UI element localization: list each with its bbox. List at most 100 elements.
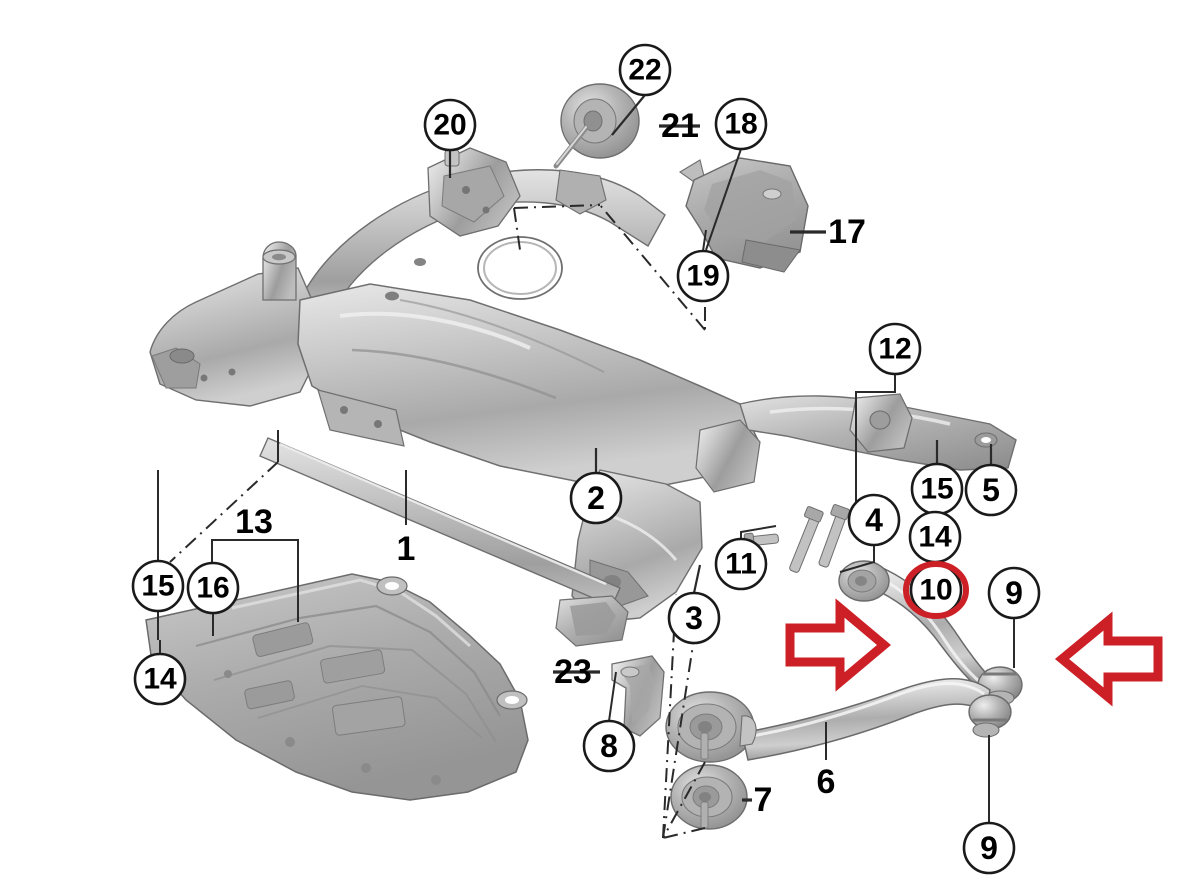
panel-bolt-hole-a <box>285 737 295 747</box>
leader-19 <box>702 229 707 252</box>
callout-circle <box>962 821 1016 875</box>
bracket-20-hole-b <box>482 206 490 214</box>
callout-layer: 22 20 18 19 12 2 15 5 4 14 11 15 16 10 9 3 14 8 9 <box>131 43 1041 875</box>
part-label-7: 7 <box>754 781 773 819</box>
leader-11 <box>740 525 777 539</box>
center-rib-shadow-a <box>351 348 557 400</box>
callout-number: 9 <box>1005 575 1023 611</box>
bracket-23-shade <box>620 664 654 722</box>
callout-12[interactable]: 12 <box>868 322 922 376</box>
callout-14[interactable]: 14 <box>908 510 962 564</box>
bushing-3-stud <box>700 732 709 760</box>
part-label-23: 23 <box>554 653 592 691</box>
underbody-shield-13 <box>145 573 529 801</box>
callout-20[interactable]: 20 <box>423 98 477 152</box>
callout-16[interactable]: 16 <box>186 561 240 615</box>
wishbone-6-balljoint-boot <box>972 722 1000 738</box>
leader-4 <box>839 545 875 573</box>
dashdot-15-left <box>169 461 279 563</box>
callout-number: 8 <box>600 728 618 764</box>
callout-number: 18 <box>724 108 757 141</box>
bushing-7 <box>670 764 748 830</box>
bushing-3-bore <box>698 721 712 733</box>
callout-15[interactable]: 15 <box>131 559 185 613</box>
callout-circle <box>131 559 185 613</box>
shield-17-slot <box>762 188 782 200</box>
bolt-4a-head <box>803 506 824 523</box>
leader-3-stub <box>692 564 702 594</box>
right-arm-eye-bore <box>981 437 991 443</box>
tie-bar-plate-hole-a <box>340 406 348 414</box>
callout-number: 10 <box>919 574 952 607</box>
callout-circle <box>186 561 240 615</box>
callout-circle <box>987 566 1041 620</box>
callout-10-highlighted[interactable]: 10 <box>903 561 969 619</box>
callout-number: 2 <box>587 480 605 516</box>
callout-9[interactable]: 9 <box>987 566 1041 620</box>
bracket-20-hole-a <box>462 186 470 194</box>
callout-3[interactable]: 3 <box>667 591 721 645</box>
tie-bar-plate <box>317 389 405 447</box>
callout-number: 12 <box>878 333 911 366</box>
callout-19[interactable]: 19 <box>676 249 730 303</box>
center-hole-b <box>414 258 426 266</box>
part-label-13: 13 <box>235 503 273 541</box>
leader-18 <box>705 148 742 251</box>
subframe-large-aperture <box>477 236 563 300</box>
callout-9[interactable]: 9 <box>962 821 1016 875</box>
callout-number: 9 <box>980 830 998 866</box>
panel-fold-c <box>257 685 483 739</box>
bracket-23-hole <box>620 666 640 678</box>
shield-17-lower-flange <box>741 239 801 273</box>
callout-14[interactable]: 14 <box>133 652 187 706</box>
callout-18[interactable]: 18 <box>714 97 768 151</box>
center-hole-a <box>385 291 399 301</box>
callout-15[interactable]: 15 <box>910 462 964 516</box>
callout-circle <box>714 537 768 591</box>
callout-circle <box>964 463 1018 517</box>
callout-5[interactable]: 5 <box>964 463 1018 517</box>
panel-eye-front-bore <box>385 582 399 590</box>
wishbone-6 <box>739 678 1012 761</box>
wishbone-6-highlight <box>751 682 985 738</box>
part-label-21: 21 <box>661 107 699 145</box>
heat-shield-17 <box>678 157 809 273</box>
panel-fold-b <box>213 644 497 743</box>
callout-number: 4 <box>865 502 883 538</box>
part-label-6: 6 <box>817 763 836 801</box>
callout-circle <box>847 493 901 547</box>
callout-circle <box>618 43 672 97</box>
center-mid-bracket <box>695 419 761 493</box>
callout-circle <box>667 591 721 645</box>
rubber-mount-22 <box>553 83 640 169</box>
callout-number: 15 <box>920 473 953 506</box>
callout-8[interactable]: 8 <box>582 719 636 773</box>
left-horn-hole <box>169 348 195 364</box>
callout-circle <box>582 719 636 773</box>
bushing-3 <box>665 691 755 763</box>
callout-11[interactable]: 11 <box>714 537 768 591</box>
bolt-4a <box>789 506 824 573</box>
bolt-4b-head <box>830 504 850 521</box>
callout-number: 20 <box>433 109 466 142</box>
callout-number: 15 <box>141 570 174 603</box>
callout-number: 22 <box>628 54 661 87</box>
leader-12 <box>855 374 896 520</box>
arrow-pointing-left-icon <box>1054 611 1163 707</box>
small-casting-shade <box>570 602 616 636</box>
callout-number: 5 <box>982 472 1000 508</box>
callout-circle <box>423 98 477 152</box>
panel-emboss-d <box>244 680 295 710</box>
callout-number: 14 <box>918 521 952 554</box>
callout-number: 11 <box>725 548 757 581</box>
bushing-7-stud <box>700 801 709 829</box>
callout-circle <box>569 471 623 525</box>
callout-4[interactable]: 4 <box>847 493 901 547</box>
callout-2[interactable]: 2 <box>569 471 623 525</box>
callout-22[interactable]: 22 <box>618 43 672 97</box>
panel-fold-a <box>195 604 501 717</box>
tie-bar-plate-hole-b <box>374 420 382 428</box>
leader-22 <box>611 94 646 136</box>
